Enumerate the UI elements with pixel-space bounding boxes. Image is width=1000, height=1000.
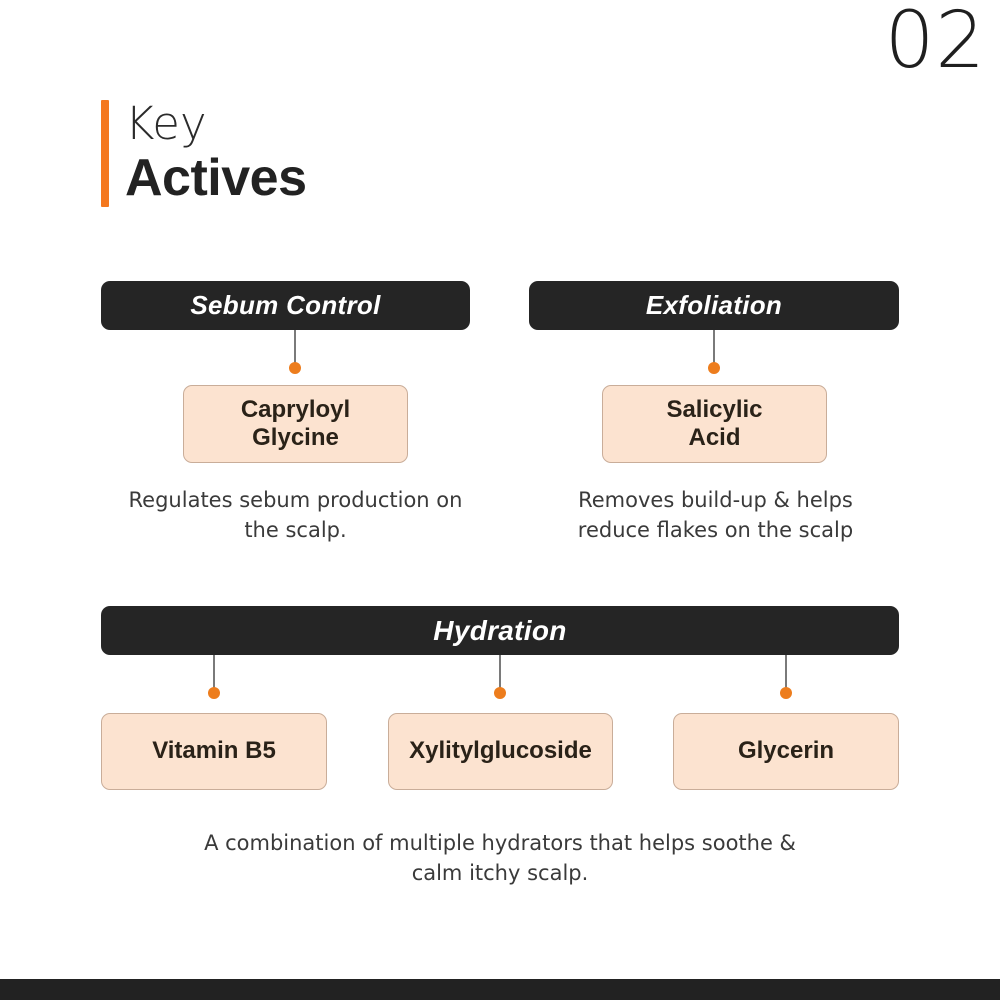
ingredient-box-xylitylglucoside[interactable]: Xylitylglucoside	[388, 713, 613, 790]
page-title: Key Actives	[101, 97, 307, 207]
ingredient-box-salicylic-acid[interactable]: Salicylic Acid	[602, 385, 827, 463]
ingredient-box-capryloyl-glycine[interactable]: Capryloyl Glycine	[183, 385, 408, 463]
title-text-group: Key Actives	[125, 97, 307, 207]
ingredient-box-vitamin-b5[interactable]: Vitamin B5	[101, 713, 327, 790]
connector-line-xylitylglucoside	[499, 655, 501, 693]
connector-line-exfoliation	[713, 330, 715, 366]
title-line-key: Key	[125, 97, 207, 150]
category-bar-exfoliation[interactable]: Exfoliation	[529, 281, 899, 330]
ingredient-line-2: Acid	[688, 424, 741, 451]
connector-dot-vitamin-b5	[208, 687, 220, 699]
caption-hydration: A combination of multiple hydrators that…	[204, 831, 796, 885]
connector-dot-xylitylglucoside	[494, 687, 506, 699]
connector-dot-sebum	[289, 362, 301, 374]
accent-bar-icon	[101, 100, 109, 207]
ingredient-line-1: Salicylic	[666, 395, 763, 423]
category-bar-hydration[interactable]: Hydration	[101, 606, 899, 655]
connector-dot-glycerin	[780, 687, 792, 699]
connector-line-sebum	[294, 330, 296, 366]
ingredient-label-salicylic-acid: Salicylic Acid	[666, 396, 762, 453]
title-line-actives: Actives	[125, 148, 307, 207]
caption-exfoliation: Removes build-up & helps reduce flakes o…	[577, 488, 854, 542]
ingredient-label-capryloyl-glycine: Capryloyl Glycine	[241, 396, 350, 453]
connector-line-glycerin	[785, 655, 787, 693]
connector-line-vitamin-b5	[213, 655, 215, 693]
caption-sebum-control: Regulates sebum production on the scalp.	[128, 488, 463, 542]
category-bar-sebum-control[interactable]: Sebum Control	[101, 281, 470, 330]
ingredient-box-glycerin[interactable]: Glycerin	[673, 713, 899, 790]
footer-bar	[0, 979, 1000, 1000]
slide-number: 02	[884, 0, 986, 86]
connector-dot-exfoliation	[708, 362, 720, 374]
ingredient-line-1: Capryloyl	[240, 395, 351, 423]
ingredient-line-2: Glycine	[252, 424, 339, 451]
